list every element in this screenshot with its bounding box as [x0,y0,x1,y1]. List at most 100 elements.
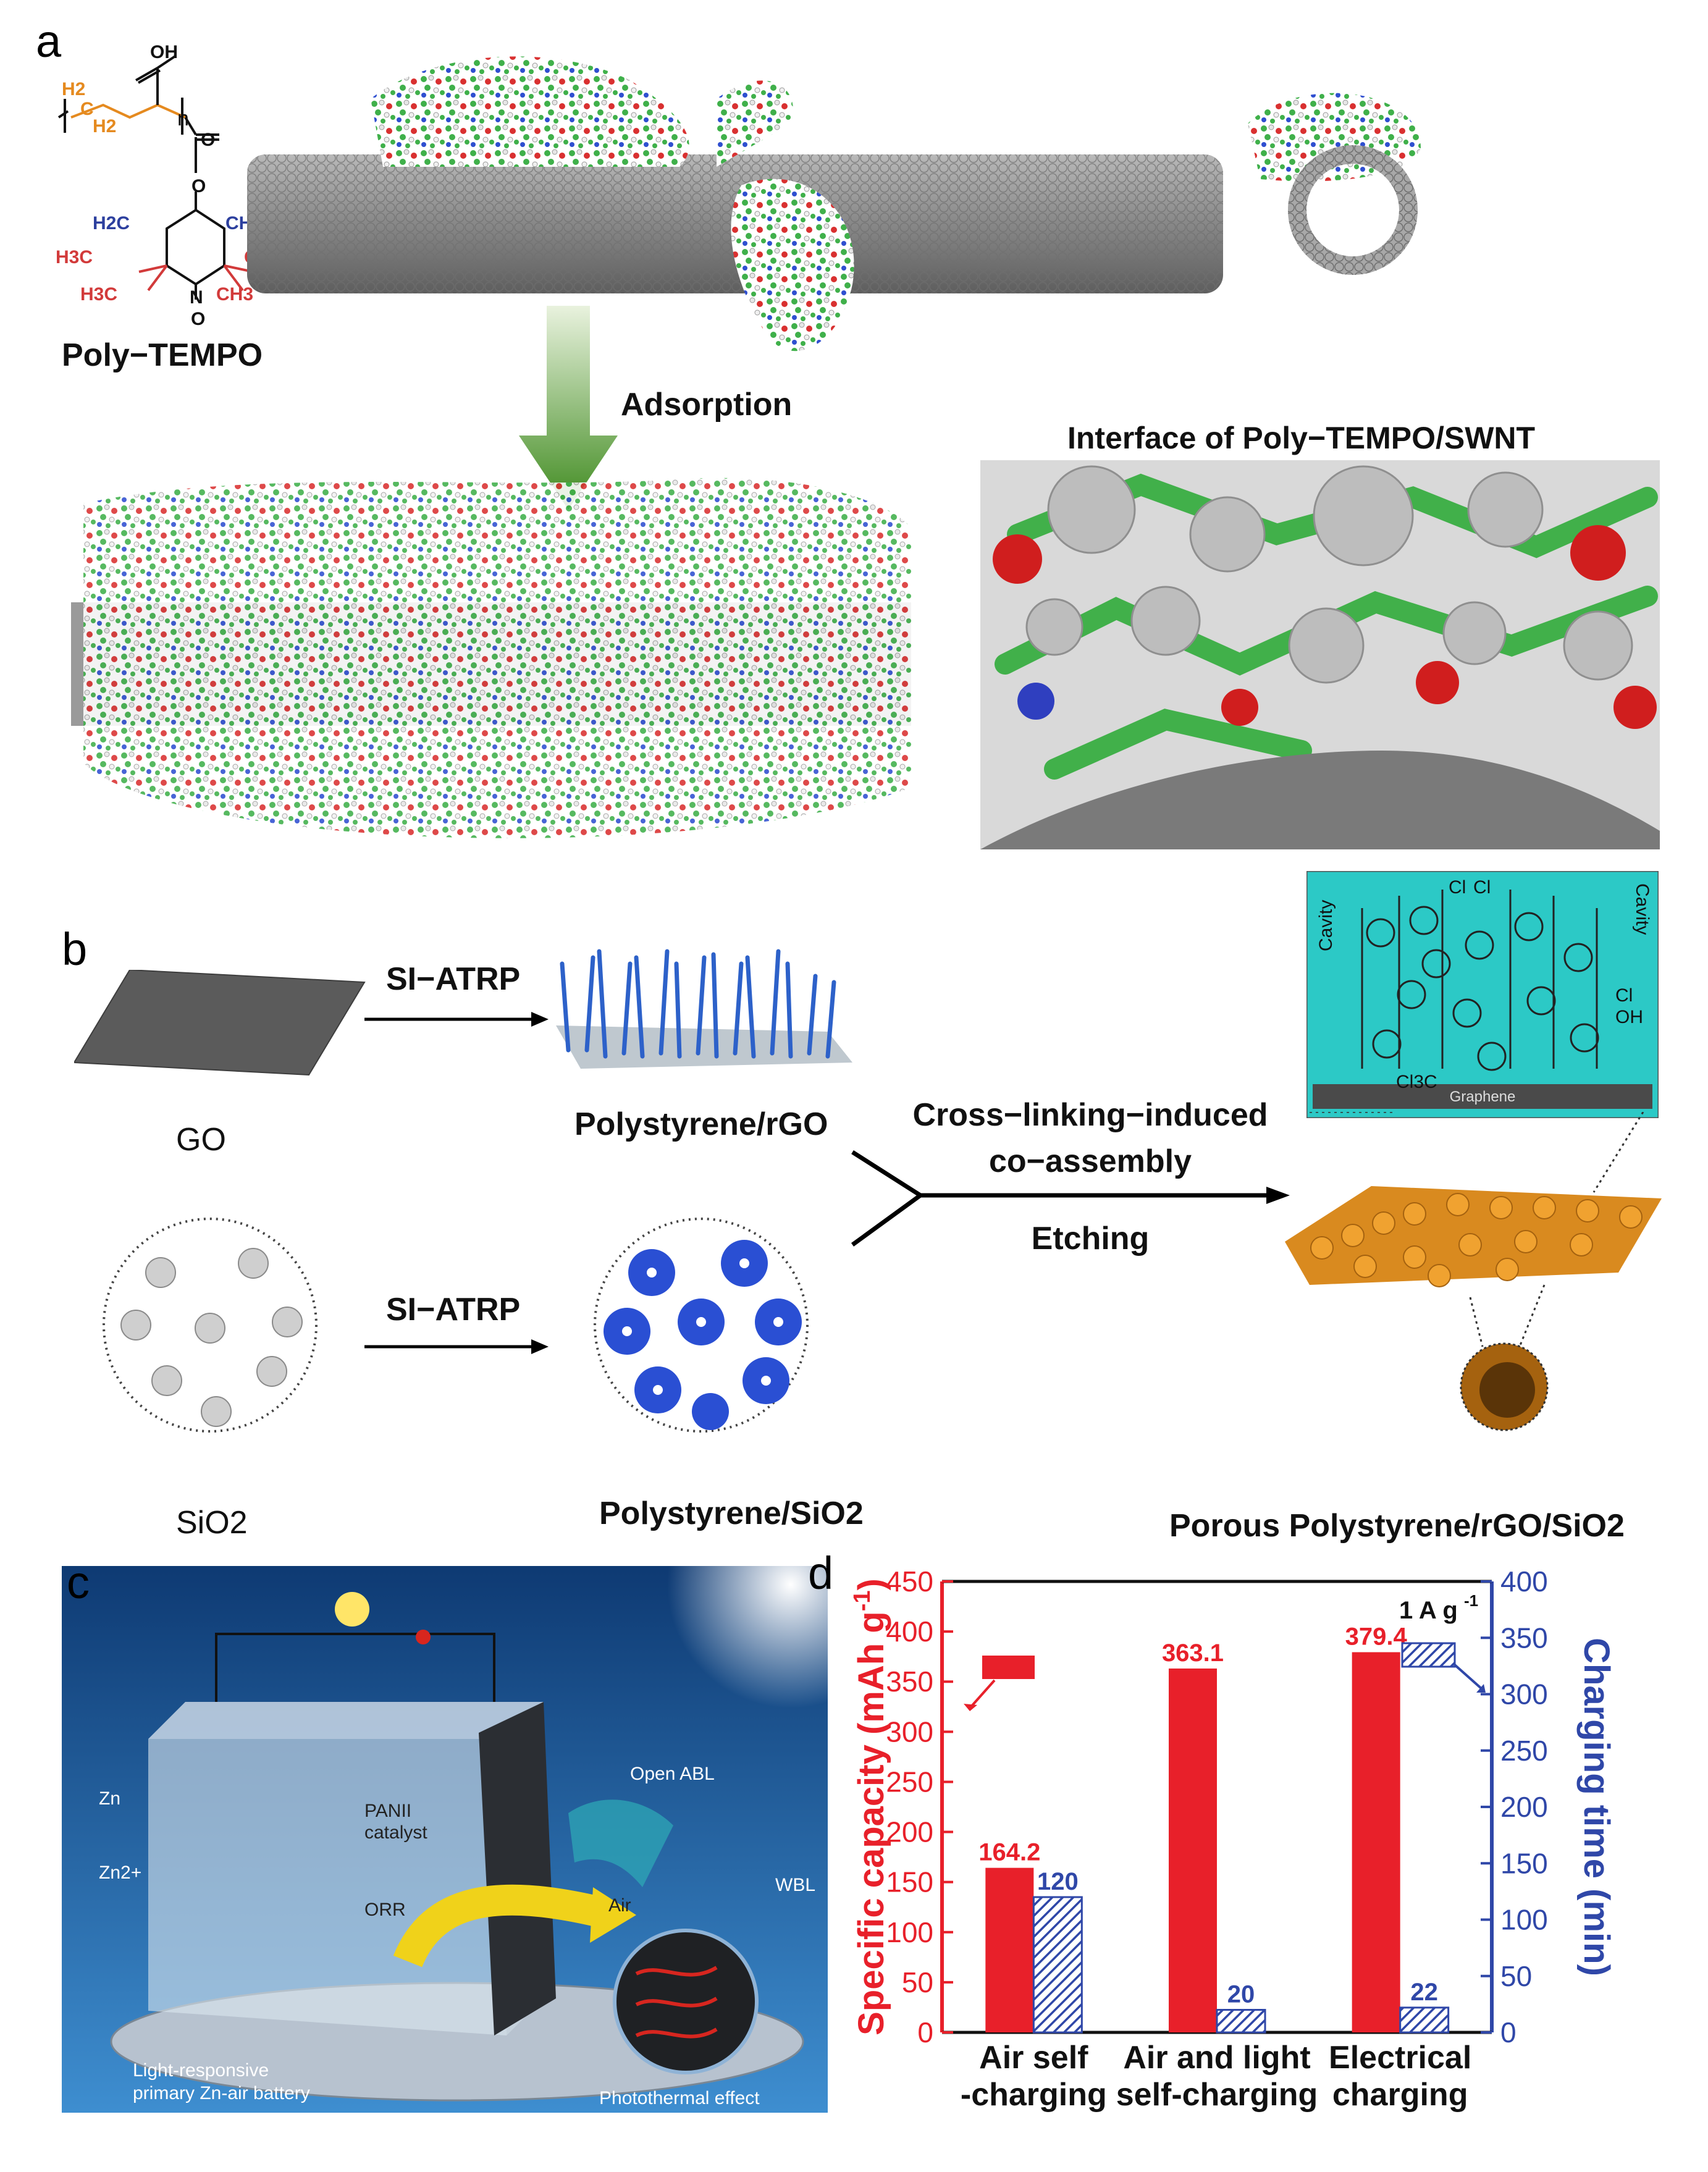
h3c-label-1: H3C [56,247,93,267]
charging-time-bar [1216,2009,1266,2034]
go-label: GO [176,1122,226,1158]
right-tick-label: 250 [1500,1735,1548,1767]
charging-chart: 0 50 100 150 200 250 300 350 400 450 0 50 100 150 200 2… [849,1565,1617,2113]
charging-time-value-label: 120 [1037,1868,1079,1895]
left-tick-label: 100 [886,1916,933,1948]
right-tick-label: 50 [1500,1960,1532,1992]
caption-line-2: primary Zn-air battery [133,2083,310,2103]
left-tick-label: 400 [886,1615,933,1648]
capacity-value-label: 164.2 [978,1839,1040,1866]
category-label: Electrical [1329,2040,1471,2076]
interface-title: Interface of Poly−TEMPO/SWNT [1067,421,1536,455]
air-label: Air [608,1895,631,1916]
left-tick-label: 50 [902,1966,933,1998]
capacity-legend-arrowhead [964,1704,977,1711]
wbl-label: WBL [775,1875,816,1895]
charging-legend-arrowhead [1476,1684,1486,1693]
interface-zoom-image [980,460,1660,849]
cl-label-3: Cl [1615,985,1633,1006]
ch3-label-2: CH3 [216,284,254,305]
zn-label: Zn [99,1788,121,1809]
h2-label-2: H2 [93,116,117,137]
orr-label: ORR [364,1900,406,1920]
sio2-particles-icon [103,1218,318,1433]
left-tick-label: 450 [886,1565,933,1597]
photothermal-label: Photothermal effect [599,2088,760,2108]
porous-inset-structure [1306,871,1659,1118]
adsorption-arrow-icon [519,306,618,510]
right-axis-title: Charging time (min) [1576,1638,1617,1976]
left-tick-label: 250 [886,1766,933,1798]
left-tick-label: 300 [886,1715,933,1748]
right-tick-label: 300 [1500,1678,1548,1711]
capacity-value-label: 379.4 [1345,1623,1408,1651]
capacity-legend-marker [982,1656,1035,1679]
capacity-value-label: 363.1 [1162,1640,1224,1667]
swnt-polymer-illustration [247,56,1421,351]
c-label: C [80,99,94,119]
cl-label-1: Cl [1449,877,1466,898]
catalyst-label-1: PANII [364,1801,412,1821]
right-tick-label: 0 [1500,2016,1517,2048]
left-axis-title: Specific capacity (mAh g-1) [849,1578,891,2035]
repeat-n-label: n [177,107,189,130]
h2c-label: H2C [93,213,130,234]
rate-label-sup: -1 [1464,1591,1478,1610]
category-label: -charging [961,2077,1107,2113]
right-tick-label: 150 [1500,1847,1548,1879]
porous-composite-label: Porous Polystyrene/rGO/SiO2 [1169,1508,1625,1544]
right-tick-label: 200 [1500,1791,1548,1823]
panel-c-letter: c [67,1557,90,1608]
nitroxide-o-label: O [191,309,206,329]
right-tick-label: 400 [1500,1565,1548,1597]
nitroxide-n-label: N [190,287,203,308]
poly-tempo-structure [57,54,254,300]
polystyrene-sio2-illustration [594,1218,809,1433]
polystyrene-rgo-illustration [556,949,852,1069]
graphene-label: Graphene [1449,1088,1516,1105]
si-atrp-label-1: SI−ATRP [386,961,521,997]
charging-time-bar [1032,1896,1083,2034]
left-tick-label: 150 [886,1866,933,1898]
si-atrp-arrow-2 [364,1339,549,1354]
cl-label-2: Cl [1473,877,1491,898]
category-label: Air self [979,2040,1088,2076]
cl3c-label: Cl3C [1396,1072,1437,1092]
left-tick-label: 350 [886,1665,933,1698]
go-sheet-icon [74,970,366,1076]
open-abl-label: Open ABL [630,1764,715,1784]
sio2-label: SiO2 [176,1505,248,1541]
right-tick-label: 100 [1500,1904,1548,1936]
left-tick-label: 0 [917,2016,933,2048]
category-label: self-charging [1116,2077,1318,2113]
merge-arrow-icon [851,1150,1290,1247]
category-label: charging [1332,2077,1468,2113]
capacity-bar [1169,1668,1217,2032]
crosslink-label-1: Cross−linking−induced [912,1097,1268,1133]
crosslink-label-2: co−assembly [988,1143,1192,1179]
charging-time-value-label: 20 [1227,1981,1255,2008]
polystyrene-sio2-label: Polystyrene/SiO2 [599,1496,864,1531]
ester-o-label: O [191,176,206,196]
zn2-label: Zn2+ [99,1863,142,1883]
porous-composite-illustration [1285,1112,1662,1431]
si-atrp-arrow-1 [364,1012,549,1027]
cavity-right-label: Cavity [1632,883,1652,935]
adsorption-label: Adsorption [621,387,793,423]
cavity-left-label: Cavity [1316,899,1336,951]
h3c-label-2: H3C [80,284,118,305]
rate-label: 1 A g [1399,1597,1458,1624]
charging-legend-arrow [1453,1664,1484,1691]
zn-air-battery-illustration [62,1566,828,2113]
panel-d-letter: d [808,1547,834,1599]
si-atrp-label-2: SI−ATRP [386,1292,521,1328]
catalyst-label-2: catalyst [364,1822,427,1843]
polystyrene-rgo-label: Polystyrene/rGO [574,1106,828,1142]
left-tick-label: 200 [886,1816,933,1848]
carbonyl-o-label: O [201,130,216,150]
right-tick-label: 350 [1500,1622,1548,1654]
capacity-bar [985,1867,1034,2032]
oh-inset-label: OH [1615,1007,1643,1027]
charging-time-value-label: 22 [1410,1979,1438,2006]
